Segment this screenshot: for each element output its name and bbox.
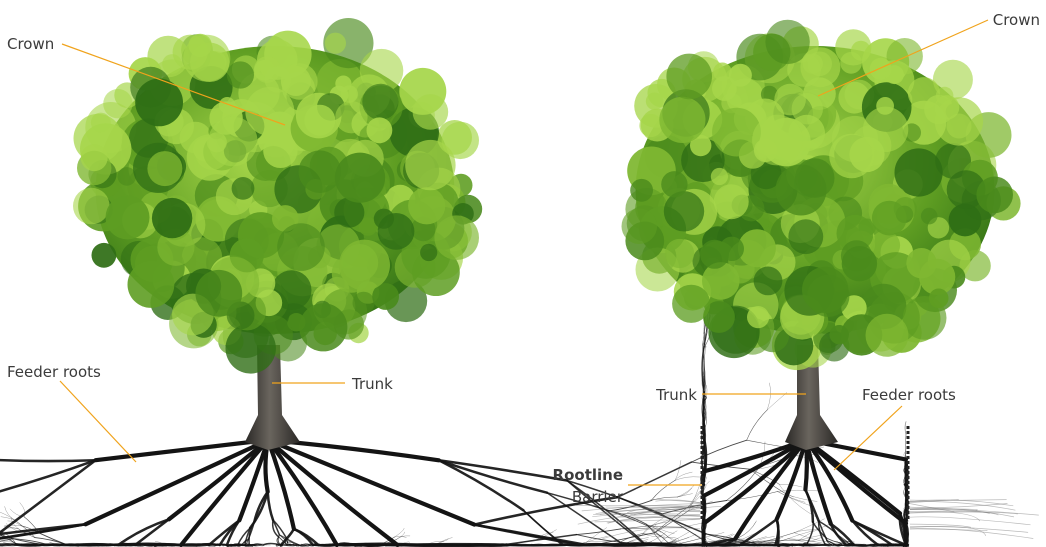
right-crown-label: Crown xyxy=(993,11,1040,29)
left-crown-label: Crown xyxy=(7,35,54,53)
left-trunk-label: Trunk xyxy=(351,375,393,393)
right-crown-foliage xyxy=(622,20,1021,370)
right-feeder-roots-label: Feeder roots xyxy=(862,386,956,404)
right-tree-illustration xyxy=(576,20,1039,547)
left-feeder-roots-label: Feeder roots xyxy=(7,363,101,381)
left-crown-foliage xyxy=(73,18,482,374)
leader-left-feeder-roots xyxy=(60,381,136,462)
leader-right-feeder-roots xyxy=(834,406,902,470)
right-trunk-label: Trunk xyxy=(655,386,697,404)
rootline-brand-label: Rootline xyxy=(553,466,623,484)
barrier-label: Barrier xyxy=(572,488,624,506)
